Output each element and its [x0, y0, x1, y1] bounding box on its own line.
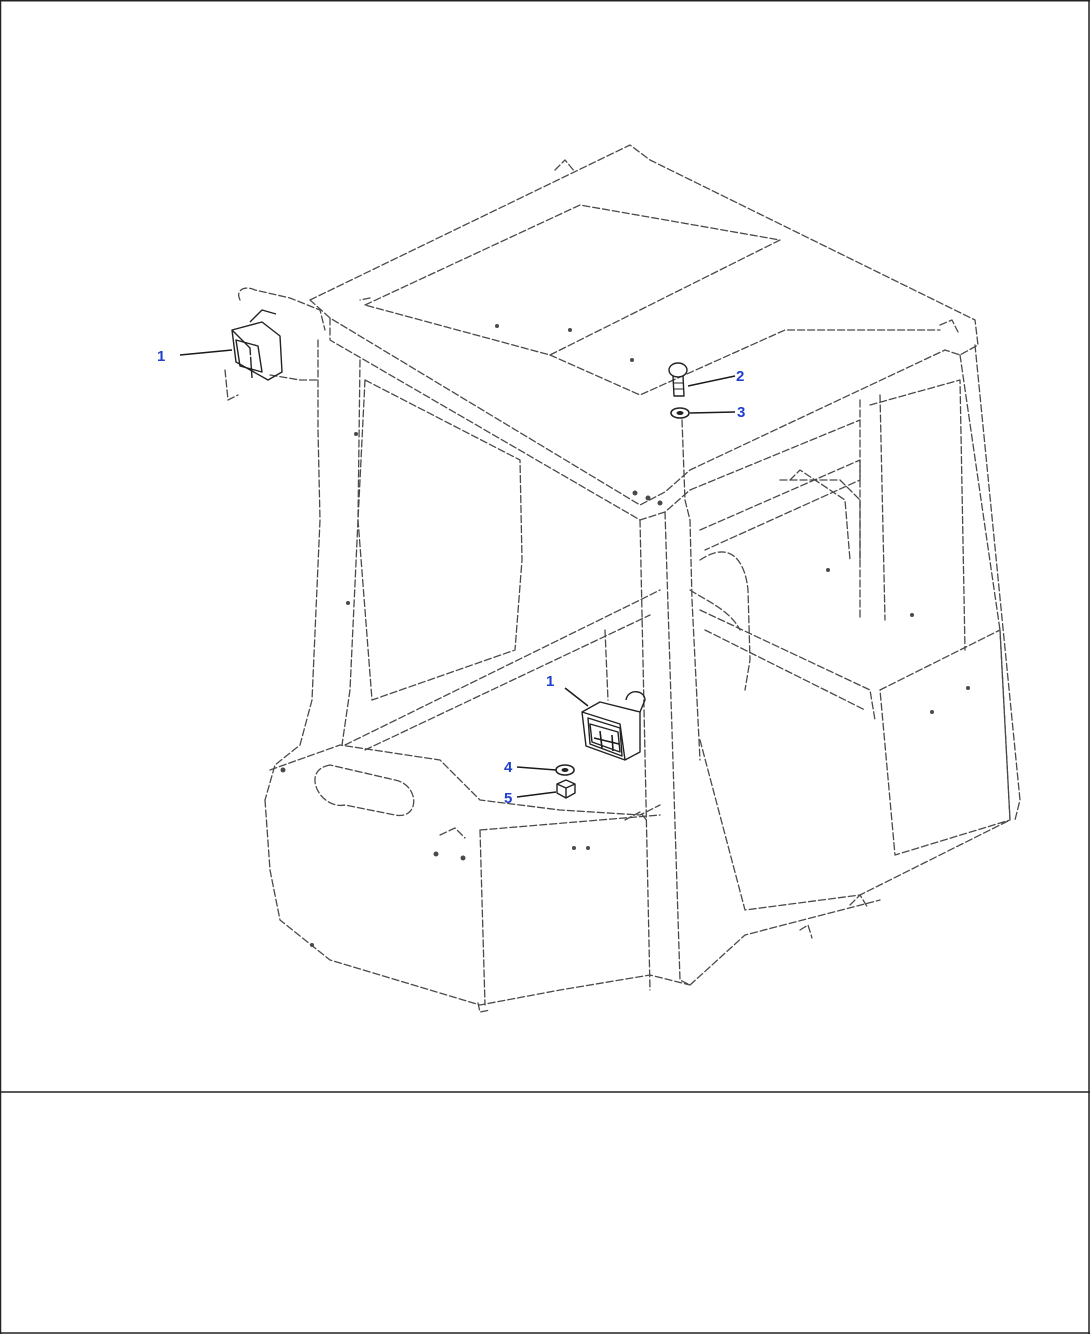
callout-1-left: 1	[157, 348, 165, 365]
bolt	[668, 362, 688, 397]
cab-frame	[224, 144, 1021, 1013]
leader-lines	[179, 349, 736, 798]
callout-4: 4	[504, 759, 513, 776]
callout-5: 5	[504, 790, 512, 807]
washer-3	[670, 407, 690, 419]
mount-holes	[280, 324, 970, 947]
callout-2: 2	[736, 368, 744, 385]
nut-5	[556, 779, 576, 799]
work-lamp-left	[231, 309, 283, 381]
washer-4	[555, 764, 575, 776]
work-lamp-center	[581, 691, 646, 761]
callout-1-center: 1	[546, 673, 554, 690]
callouts: 1 2 3 1 4 5	[157, 348, 745, 807]
callout-3: 3	[737, 404, 745, 421]
